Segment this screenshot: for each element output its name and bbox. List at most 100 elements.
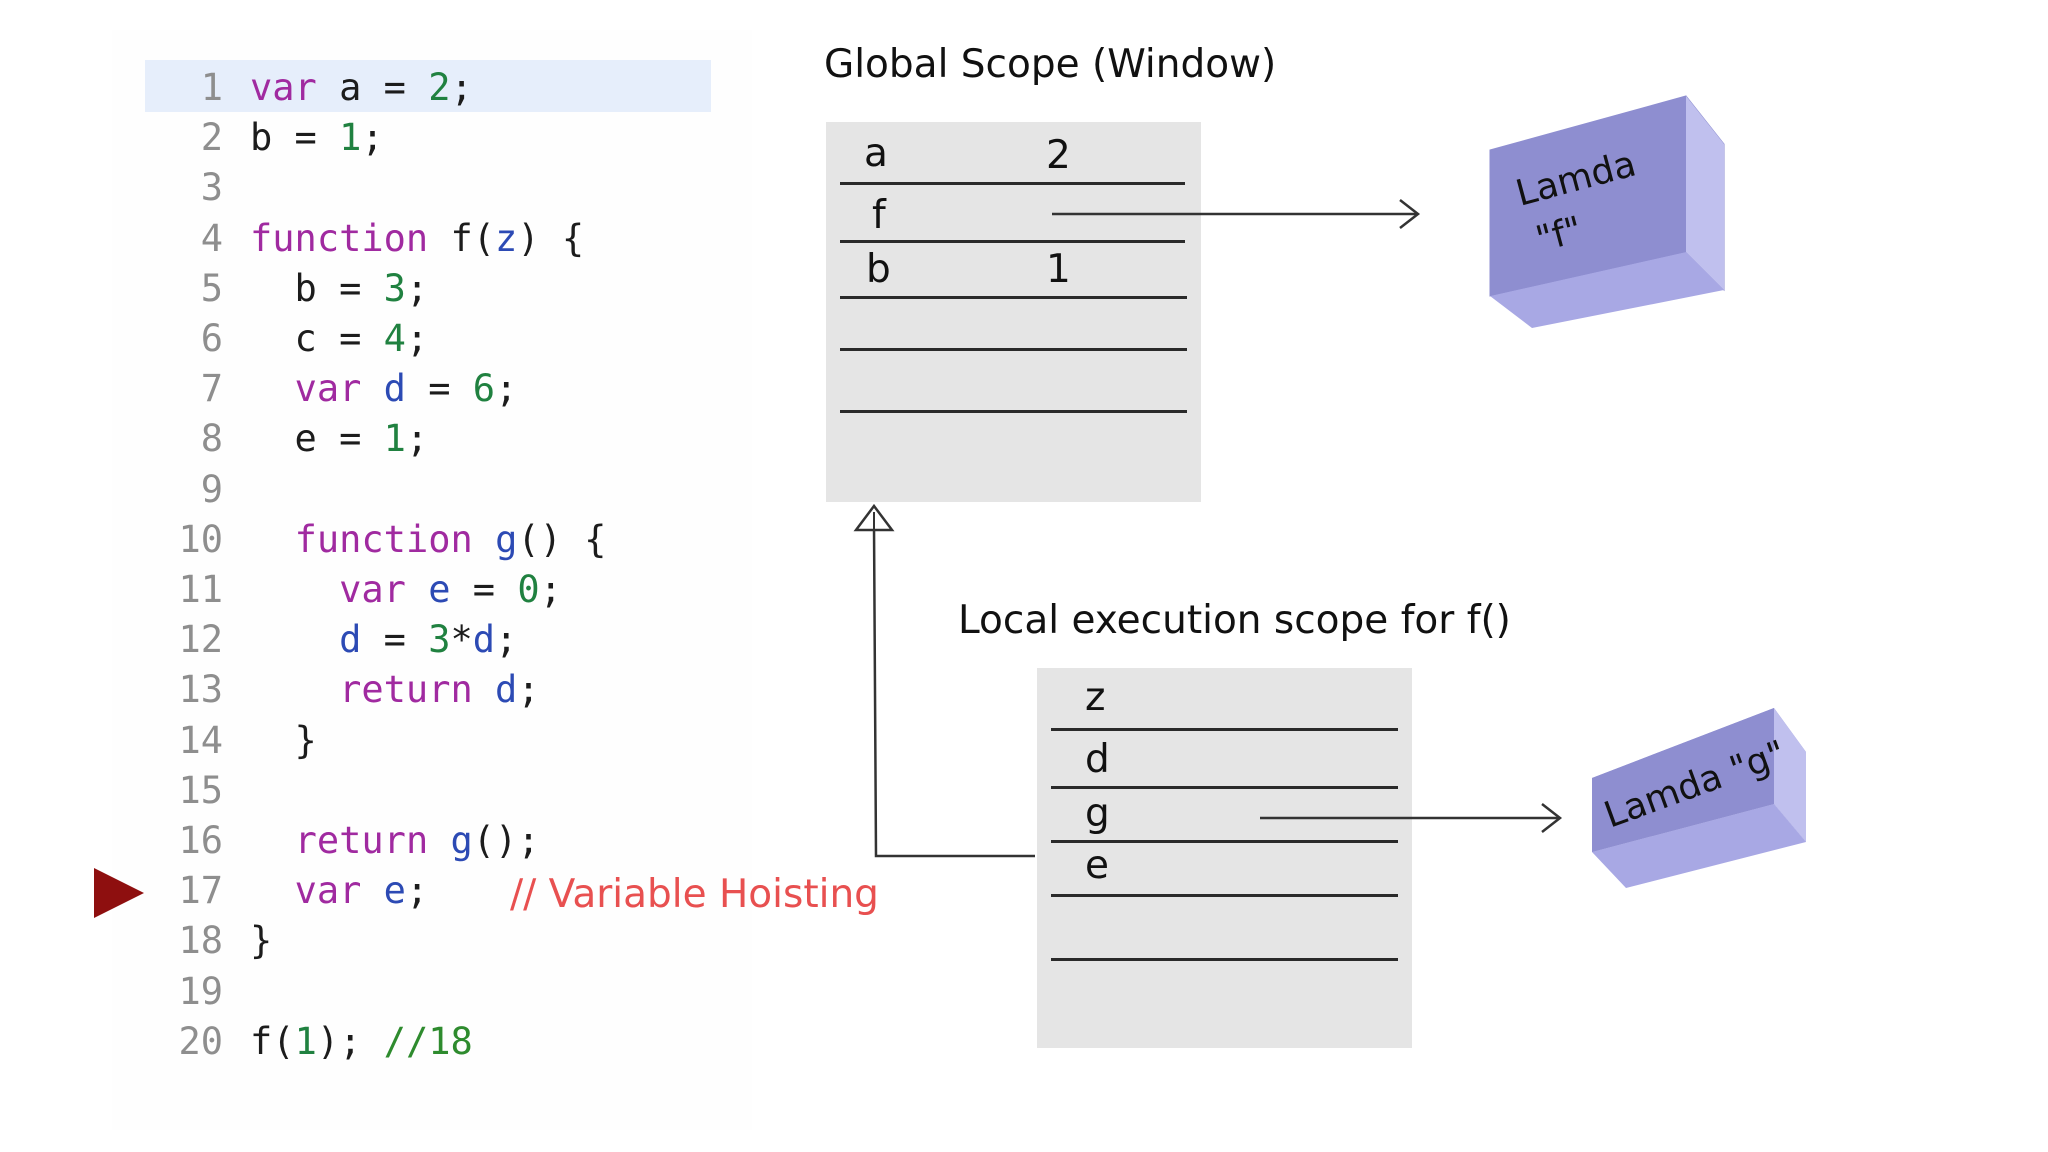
code-line: 10 function g() { (145, 516, 606, 564)
code-token: var (294, 367, 362, 411)
code-line: 17 var e; (145, 867, 428, 915)
code-token: 3 (383, 266, 406, 310)
line-number: 17 (178, 869, 223, 913)
code-token: ) { (517, 216, 585, 260)
global-scope-box: a 2 f b 1 (826, 122, 1201, 502)
global-scope-row (840, 348, 1187, 413)
code-line: 19 (145, 968, 250, 1016)
local-scope-row: z (1051, 668, 1398, 731)
code-token: * (450, 618, 473, 662)
variable-name: z (1085, 675, 1106, 720)
local-scope-row: d (1051, 728, 1398, 789)
code-token: return (339, 668, 473, 712)
variable-name: g (1085, 791, 1110, 836)
variable-value: 1 (1046, 247, 1071, 292)
line-number: 15 (178, 768, 223, 812)
code-token: g (495, 517, 518, 561)
code-token: () { (517, 517, 607, 561)
lambda-g-cube: Lamda "g" (1592, 708, 1806, 888)
line-number: 14 (178, 718, 223, 762)
variable-name: b (866, 247, 891, 292)
code-token: a = (316, 66, 429, 109)
line-number: 13 (178, 668, 223, 712)
scope-chain-arrow (853, 503, 1035, 858)
local-scope-row (1051, 894, 1398, 961)
arrow-f-to-lambda (1052, 199, 1421, 229)
line-number: 11 (178, 568, 223, 611)
code-token: } (250, 718, 317, 762)
code-line: 3 (145, 164, 250, 212)
code-line: 2 b = 1; (145, 114, 384, 162)
code-token: } (250, 919, 273, 963)
code-token: b = (250, 266, 384, 310)
code-token: = (361, 618, 429, 662)
line-number: 20 (178, 1019, 223, 1063)
line-number: 6 (200, 317, 223, 360)
code-token: 4 (383, 317, 406, 360)
code-token: var (294, 869, 362, 913)
code-token: d (383, 367, 406, 411)
code-token: d (472, 618, 496, 662)
code-line: 16 return g(); (145, 817, 539, 865)
code-token: f( (428, 216, 496, 260)
code-token: 1 (339, 116, 362, 160)
line-number: 4 (200, 216, 223, 260)
line-number: 16 (178, 819, 223, 862)
code-token: 3 (428, 618, 451, 662)
local-scope-title: Local execution scope for f() (958, 598, 1511, 643)
arrow-g-to-lambda (1260, 803, 1563, 833)
code-token: ; (539, 568, 562, 611)
code-token: ; (450, 66, 473, 109)
code-token: ; (405, 869, 429, 913)
code-line: 12 d = 3*d; (145, 616, 517, 664)
variable-name: e (1085, 843, 1109, 888)
line-number: 8 (200, 417, 223, 461)
lambda-f-cube: Lamda "f" (1489, 95, 1725, 328)
code-token: ; (495, 618, 518, 662)
line-number: 18 (178, 919, 223, 963)
line-number: 1 (200, 66, 223, 109)
code-line: 13 return d; (145, 666, 540, 714)
code-token: z (495, 216, 518, 260)
code-token: d (495, 668, 518, 712)
global-scope-row: b 1 (840, 240, 1187, 299)
line-number: 2 (200, 116, 223, 160)
line-number: 7 (200, 367, 223, 411)
line-number: 10 (178, 517, 223, 561)
code-token: function (250, 216, 429, 260)
local-scope-box: z d g e (1037, 668, 1412, 1048)
line-number: 9 (200, 467, 223, 511)
code-token: ; (361, 116, 384, 160)
hoisting-annotation: // Variable Hoisting (510, 872, 879, 917)
code-token: e (428, 568, 451, 611)
code-token: ; (495, 367, 518, 411)
code-token: //18 (383, 1019, 473, 1063)
line-number: 5 (200, 266, 223, 310)
code-token: 6 (472, 367, 496, 411)
breakpoint-marker-icon (94, 868, 144, 918)
code-line: 14 } (145, 717, 317, 765)
local-scope-row: g (1051, 786, 1398, 843)
code-line: 9 (145, 466, 250, 514)
line-number: 19 (178, 969, 223, 1013)
code-token: = (450, 568, 518, 611)
line-number: 3 (200, 166, 223, 210)
code-token: = (405, 367, 473, 411)
code-token: g (450, 819, 473, 862)
code-token: 1 (294, 1019, 317, 1063)
global-scope-title: Global Scope (Window) (824, 42, 1277, 87)
code-token: 1 (383, 417, 406, 461)
code-line: 18} (145, 917, 272, 965)
code-token: ; (517, 668, 540, 712)
code-token: b = (250, 116, 340, 160)
code-line: 15 (145, 767, 250, 815)
global-scope-row (840, 296, 1187, 351)
code-token: ); (316, 1019, 384, 1063)
code-token: var (339, 568, 406, 611)
local-scope-row: e (1051, 840, 1398, 897)
code-token: 0 (517, 568, 540, 611)
